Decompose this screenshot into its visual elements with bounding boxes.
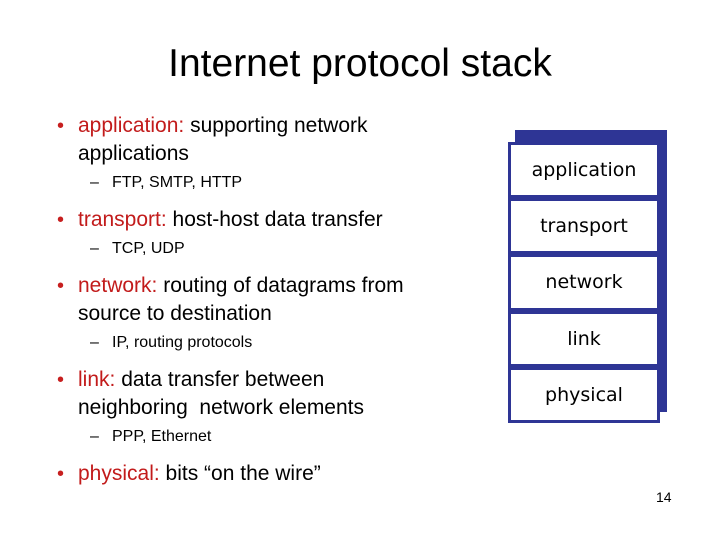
bullet-keyword: application: xyxy=(78,114,185,137)
bullet-body: bits “on the wire” xyxy=(159,462,321,485)
sub-text: PPP, Ethernet xyxy=(112,428,212,445)
bullet-body: data transfer between neighboring networ… xyxy=(78,368,365,419)
stack-layer-label: physical xyxy=(545,383,623,406)
stack-layer-physical: physical xyxy=(508,366,660,423)
bullet-glyph: • xyxy=(57,369,65,391)
stack-layer-network: network xyxy=(508,254,660,311)
bullet-group-link: • link: data transfer between neighborin… xyxy=(57,366,527,448)
sub-bullet: – FTP, SMTP, HTTP xyxy=(90,172,527,194)
stack-layer-application: application xyxy=(508,142,660,199)
bullet-item: • application: supporting network applic… xyxy=(57,112,527,168)
bullet-item: • transport: host-host data transfer xyxy=(57,206,527,234)
sub-dash-glyph: – xyxy=(90,428,99,445)
bullet-group-physical: • physical: bits “on the wire” xyxy=(57,460,527,488)
sub-dash-glyph: – xyxy=(90,240,99,257)
bullet-group-application: • application: supporting network applic… xyxy=(57,112,527,194)
bullet-item: • network: routing of datagrams from sou… xyxy=(57,272,527,328)
bullet-glyph: • xyxy=(57,275,65,297)
bullet-keyword: physical: xyxy=(78,462,160,485)
stack-layer-label: network xyxy=(545,271,623,294)
bullet-text: link: data transfer between neighboring … xyxy=(78,366,364,422)
stack-layer-label: transport xyxy=(540,215,628,238)
bullet-keyword: transport: xyxy=(78,208,167,231)
sub-bullet: – PPP, Ethernet xyxy=(90,426,527,448)
stack-layer-label: link xyxy=(567,327,601,350)
sub-text: FTP, SMTP, HTTP xyxy=(112,174,243,191)
bullet-list: • application: supporting network applic… xyxy=(57,112,527,488)
bullet-keyword: network: xyxy=(78,274,158,297)
bullet-item: • physical: bits “on the wire” xyxy=(57,460,527,488)
bullet-text: transport: host-host data transfer xyxy=(78,206,383,234)
bullet-group-network: • network: routing of datagrams from sou… xyxy=(57,272,527,354)
sub-text: TCP, UDP xyxy=(112,240,185,257)
sub-dash-glyph: – xyxy=(90,334,99,351)
bullet-body: supporting network applications xyxy=(78,114,368,165)
bullet-text: physical: bits “on the wire” xyxy=(78,460,321,488)
bullet-glyph: • xyxy=(57,209,65,231)
bullet-item: • link: data transfer between neighborin… xyxy=(57,366,527,422)
slide-title: Internet protocol stack xyxy=(168,42,552,85)
stack-layer-link: link xyxy=(508,310,660,367)
sub-bullet: – IP, routing protocols xyxy=(90,332,527,354)
stack-layer-transport: transport xyxy=(508,198,660,255)
stack-layer-label: application xyxy=(531,159,637,182)
sub-text: IP, routing protocols xyxy=(112,334,253,351)
page-number: 14 xyxy=(656,489,672,505)
bullet-keyword: link: xyxy=(78,368,116,391)
bullet-glyph: • xyxy=(57,463,65,485)
bullet-body: routing of datagrams from source to dest… xyxy=(78,274,404,325)
sub-dash-glyph: – xyxy=(90,174,99,191)
bullet-body: host-host data transfer xyxy=(166,208,383,231)
bullet-text: network: routing of datagrams from sourc… xyxy=(78,272,404,328)
bullet-group-transport: • transport: host-host data transfer – T… xyxy=(57,206,527,260)
sub-bullet: – TCP, UDP xyxy=(90,238,527,260)
bullet-glyph: • xyxy=(57,115,65,137)
bullet-text: application: supporting network applicat… xyxy=(78,112,368,168)
protocol-stack-diagram: application transport network link physi… xyxy=(508,142,660,423)
